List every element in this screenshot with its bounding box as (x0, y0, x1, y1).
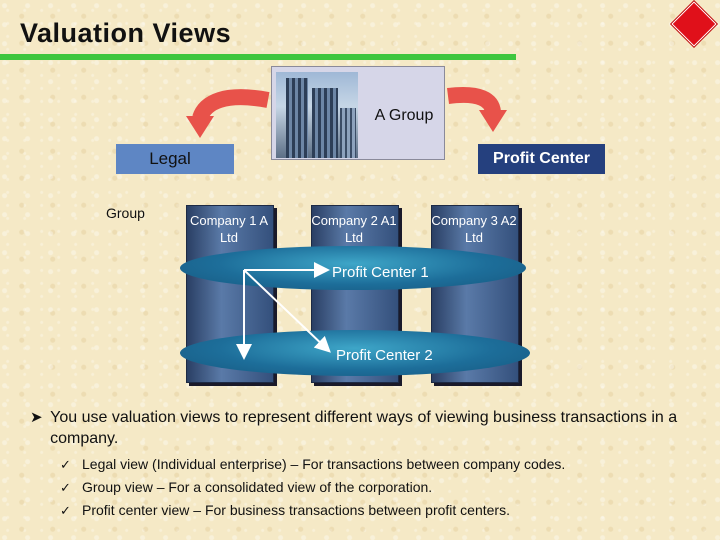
main-bullet: ➤ You use valuation views to represent d… (30, 407, 690, 449)
group-view-label: Group (106, 205, 145, 221)
company-label: Company 1 A Ltd (189, 213, 269, 245)
legal-view-box: Legal (116, 144, 234, 174)
sub-bullet-text: Profit center view – For business transa… (82, 502, 510, 518)
check-icon: ✓ (60, 480, 71, 495)
profit-center-label: Profit Center 2 (336, 347, 433, 364)
arrow-bullet-icon: ➤ (30, 409, 43, 426)
sub-bullet: ✓ Group view – For a consolidated view o… (60, 476, 690, 499)
check-icon: ✓ (60, 457, 71, 472)
group-label-center: A Group (374, 107, 434, 124)
profit-center-view-box: Profit Center (478, 144, 605, 174)
red-diamond-icon (671, 1, 717, 47)
profit-center-label: Profit Center 1 (332, 264, 429, 281)
title-underline (0, 54, 516, 60)
bullet-list: ➤ You use valuation views to represent d… (30, 407, 690, 522)
company-label: Company 3 A2 Ltd (431, 213, 517, 245)
sub-bullet: ✓ Legal view (Individual enterprise) – F… (60, 453, 690, 476)
profit-center-view-label: Profit Center (493, 150, 590, 167)
slide-title: Valuation Views (20, 18, 232, 48)
sub-bullet: ✓ Profit center view – For business tran… (60, 499, 690, 522)
arrow-head-profit-center-icon (479, 110, 507, 132)
arrow-head-legal-icon (186, 116, 214, 138)
building-image (276, 72, 358, 158)
legal-view-label: Legal (149, 149, 191, 168)
main-bullet-text: You use valuation views to represent dif… (50, 409, 678, 447)
arrow-to-legal-icon (192, 89, 270, 122)
sub-bullet-list: ✓ Legal view (Individual enterprise) – F… (60, 453, 690, 522)
sub-bullet-text: Legal view (Individual enterprise) – For… (82, 456, 566, 472)
sub-bullet-text: Group view – For a consolidated view of … (82, 479, 433, 495)
arrow-to-profit-center-icon (447, 87, 501, 114)
check-icon: ✓ (60, 503, 71, 518)
profit-center-ellipse (180, 246, 526, 290)
company-label: Company 2 A1 Ltd (311, 213, 397, 245)
